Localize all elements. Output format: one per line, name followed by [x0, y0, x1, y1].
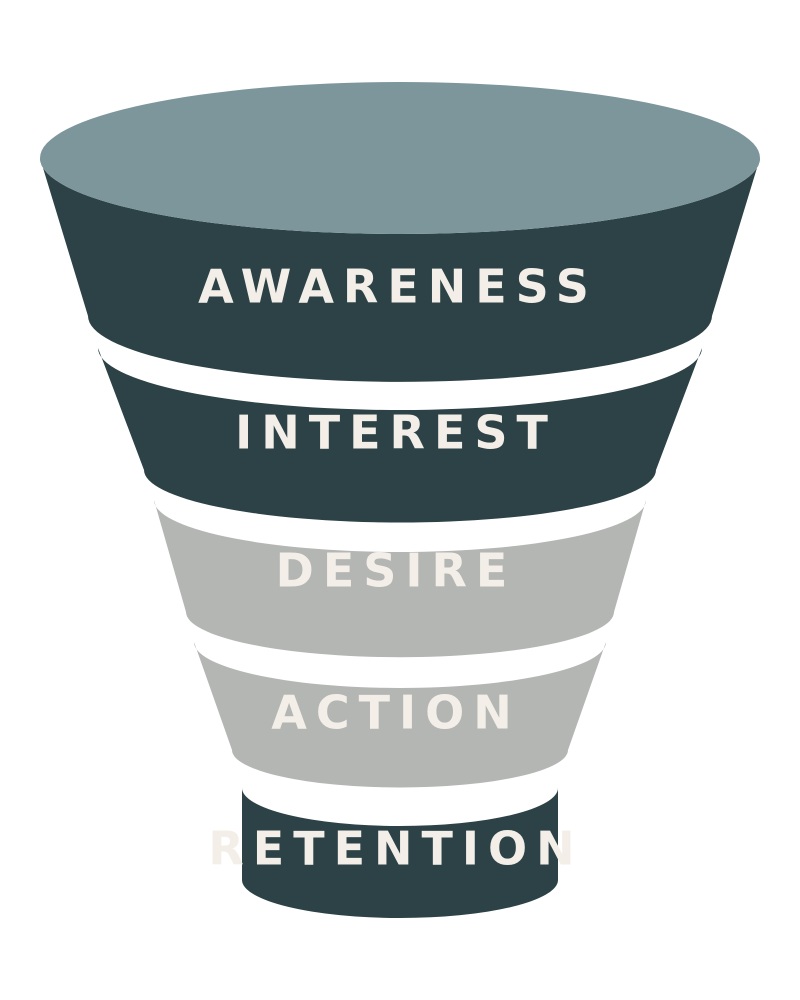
stage-label-action: ACTION: [271, 686, 520, 740]
funnel-stage-action: [194, 642, 606, 788]
stage-label-desire: DESIRE: [276, 544, 517, 598]
funnel-stage-awareness: [40, 158, 760, 382]
stage-label-awareness: AWARENESS: [198, 260, 598, 314]
funnel-top-rim: [40, 82, 760, 234]
funnel-stage-interest: [98, 348, 702, 523]
funnel-stage-shapes: [40, 158, 760, 918]
funnel-stage-retention: [242, 788, 558, 918]
stage-label-interest: INTEREST: [235, 406, 557, 460]
funnel-stage-desire: [154, 500, 646, 658]
stage-label-retention: RETENTION: [208, 822, 583, 876]
